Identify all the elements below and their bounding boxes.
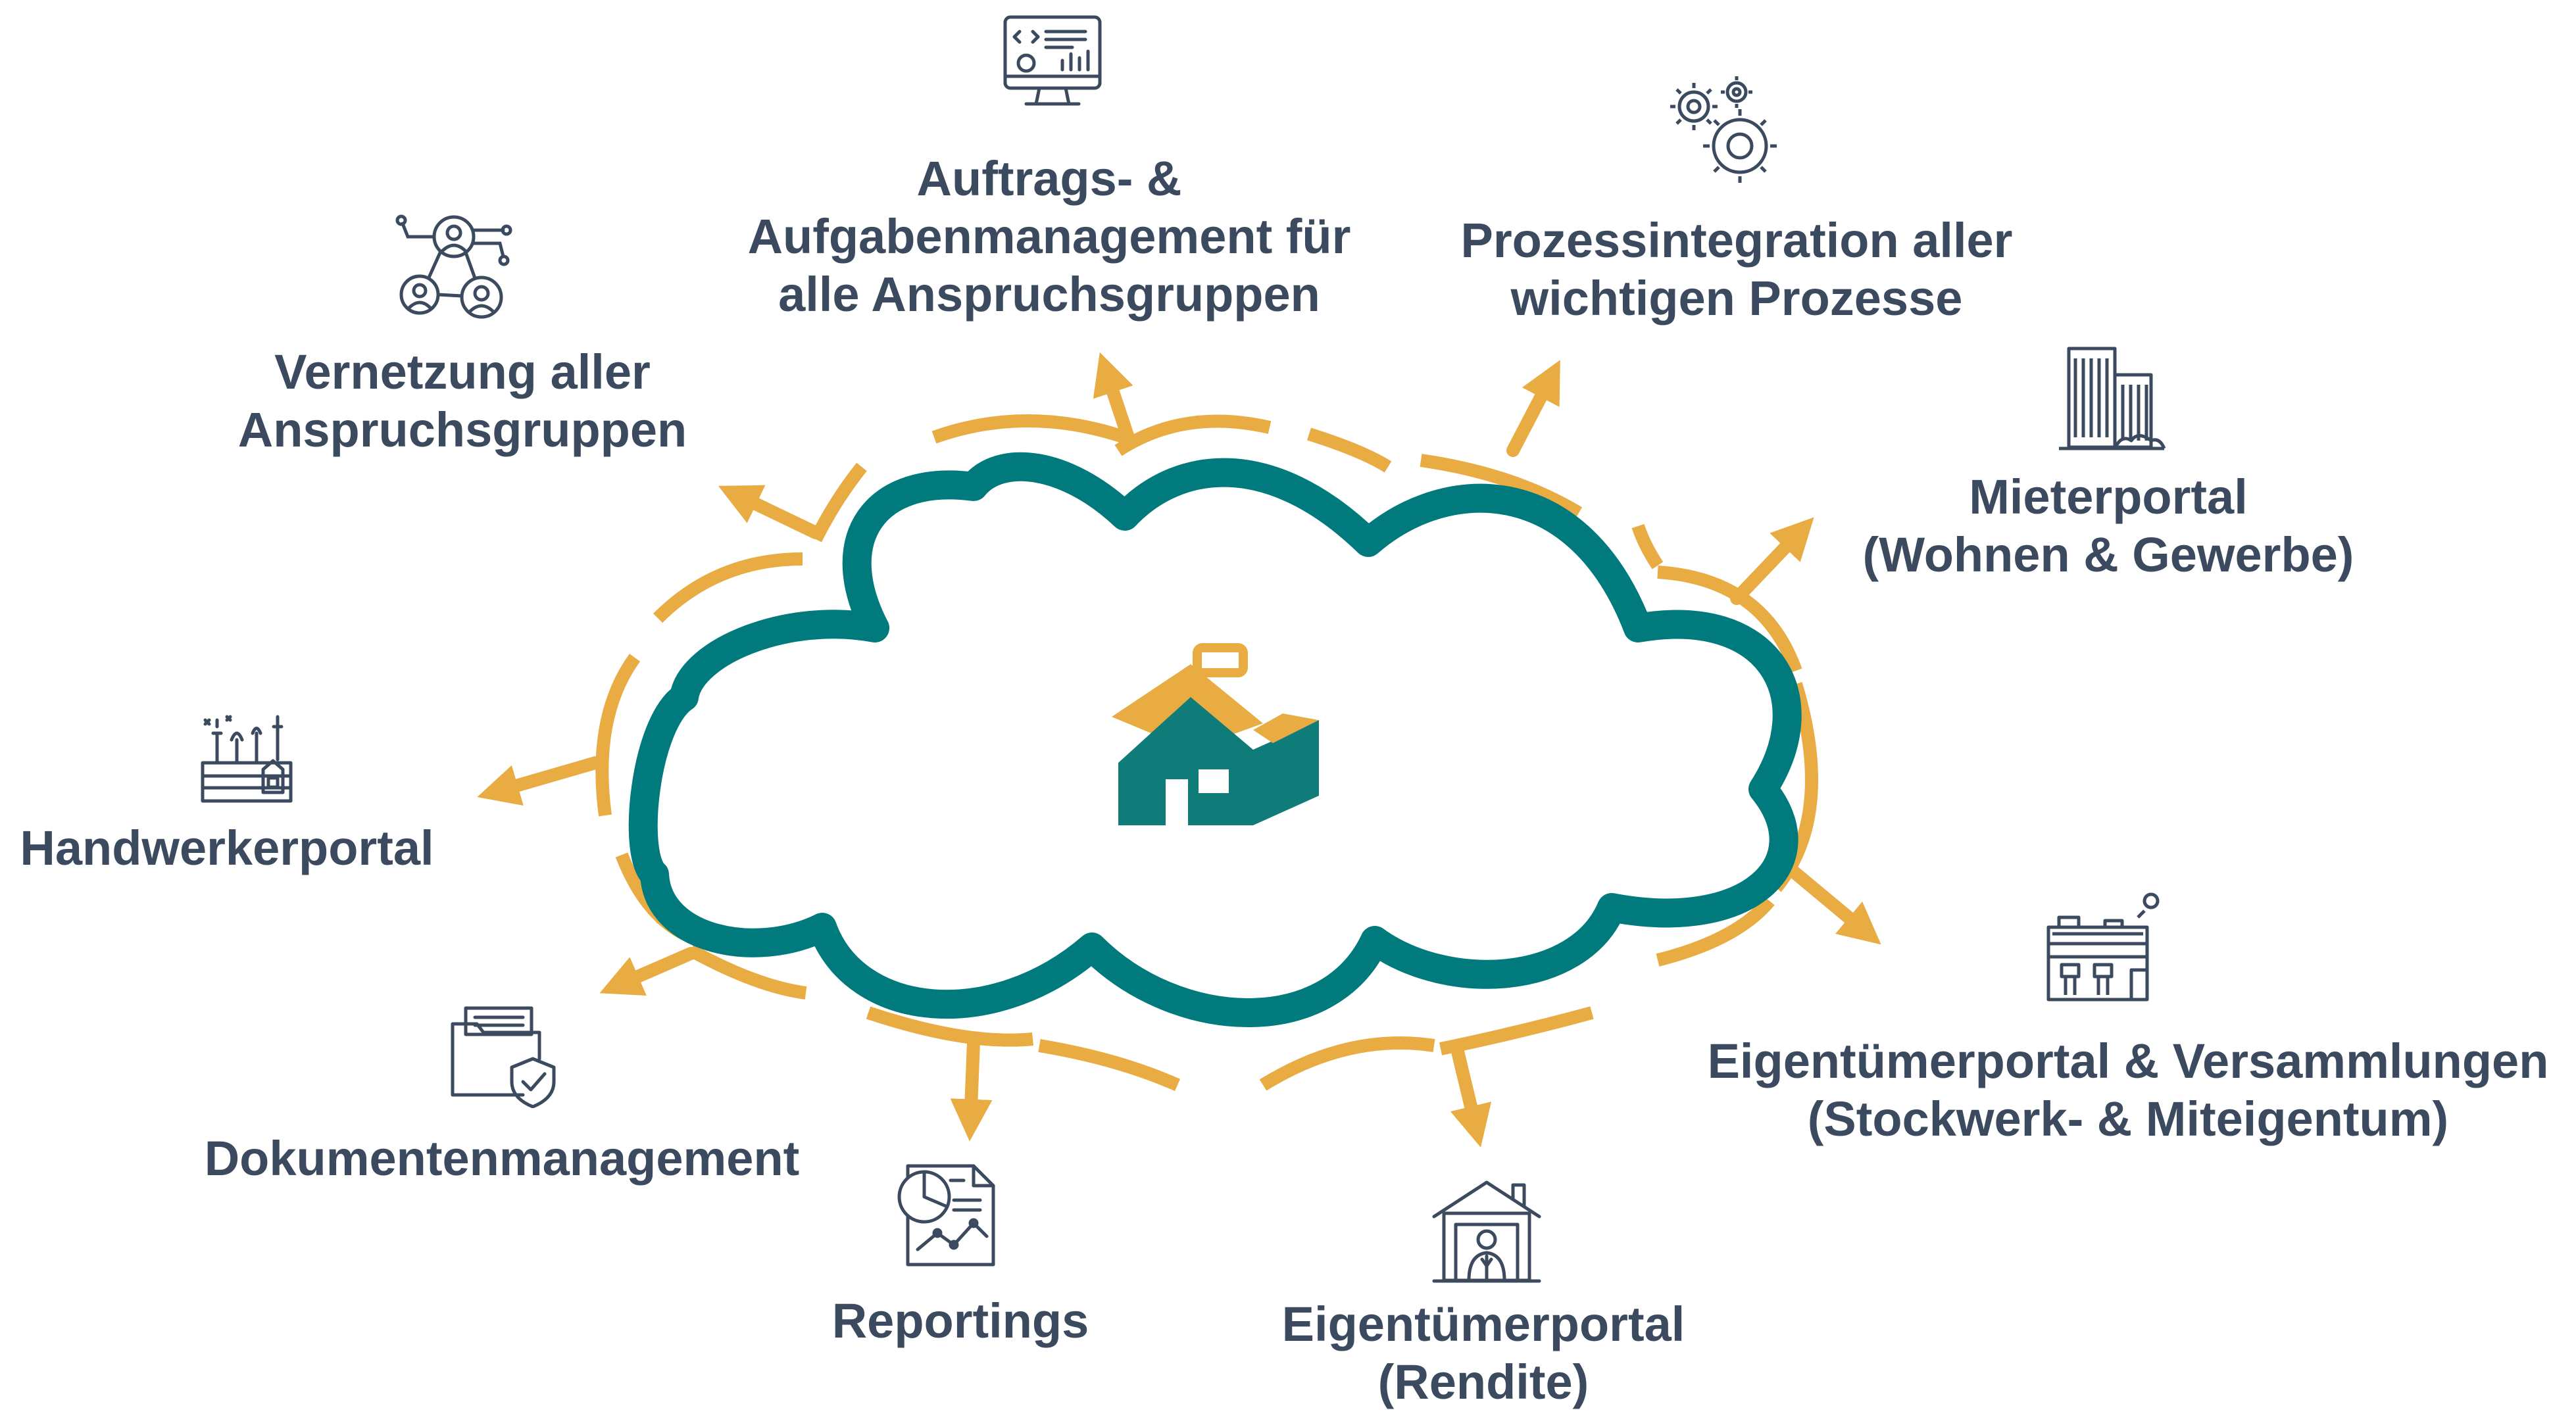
arrow-mieter xyxy=(1730,517,1814,605)
gears-icon xyxy=(1670,76,1777,183)
label-eigentuemer-vers: Eigentümerportal & Versammlungen (Stockw… xyxy=(1707,1034,2549,1146)
label-prozess: Prozessintegration aller wichtigen Proze… xyxy=(1460,213,2013,326)
folder-shield-icon xyxy=(451,1006,556,1108)
burst-arc xyxy=(595,654,641,817)
label-dokumente: Dokumentenmanagement xyxy=(204,1131,800,1186)
label-mieter: Mieterportal (Wohnen & Gewerbe) xyxy=(1862,470,2354,582)
burst-arc xyxy=(1631,523,1664,569)
burst-arc xyxy=(1439,1006,1594,1055)
burst-arc xyxy=(653,552,803,623)
burst-arc xyxy=(1114,414,1272,456)
apartment-icon xyxy=(2046,892,2160,1002)
arrows xyxy=(477,352,1881,1148)
house-owner-icon xyxy=(1432,1180,1541,1283)
arrow-prozess xyxy=(1506,360,1560,457)
burst-arc xyxy=(1307,427,1392,473)
buildings-icon xyxy=(2059,347,2166,450)
label-vernetzung: Vernetzung aller Anspruchsgruppen xyxy=(237,345,687,457)
burst-arc xyxy=(1420,454,1583,519)
burst-arcs xyxy=(595,414,1818,1092)
arrow-eigentuemer-rendite xyxy=(1450,1042,1492,1148)
burst-arc xyxy=(1259,1036,1435,1091)
arrow-vernetzung xyxy=(718,485,822,539)
monitor-code-icon xyxy=(1003,15,1102,106)
label-auftrags: Auftrags- & Aufgabenmanagement für alle … xyxy=(747,151,1351,322)
label-handwerker: Handwerkerportal xyxy=(20,821,434,875)
arrow-eigentuemer-vers xyxy=(1783,861,1881,945)
arrow-handwerker xyxy=(477,756,602,806)
arrow-reportings xyxy=(950,1036,993,1142)
burst-arc xyxy=(931,414,1127,444)
burst-arc xyxy=(687,944,807,1000)
report-chart-icon xyxy=(897,1164,995,1267)
burst-arc xyxy=(1657,566,1802,673)
burst-arc xyxy=(1656,896,1775,967)
toolbox-icon xyxy=(201,715,293,803)
label-reportings: Reportings xyxy=(831,1294,1089,1348)
network-users-icon xyxy=(395,214,512,319)
arrow-dokumente xyxy=(599,947,697,996)
burst-arc xyxy=(866,1006,1033,1047)
arrow-auftrags xyxy=(1093,352,1135,444)
house-box-icon xyxy=(1112,643,1319,825)
label-eigentuemer-rendite: Eigentümerportal (Rendite) xyxy=(1281,1297,1685,1409)
burst-arc xyxy=(1038,1039,1181,1092)
